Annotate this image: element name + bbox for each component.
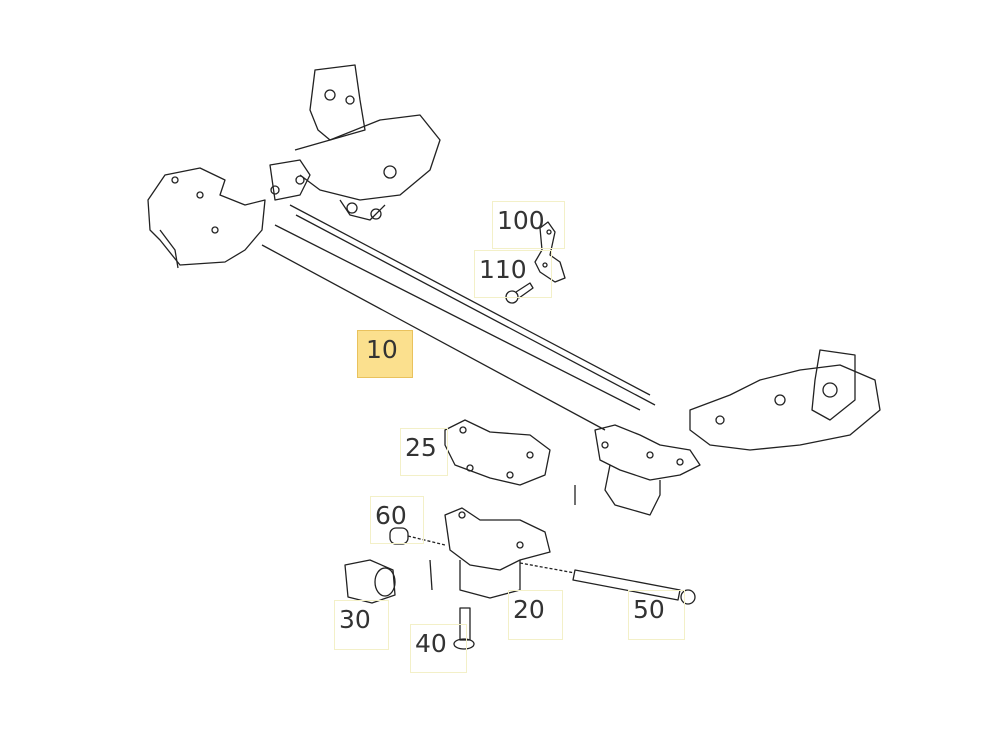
callout-30[interactable]: 30 (334, 600, 389, 650)
callout-20[interactable]: 20 (508, 590, 563, 640)
callout-40[interactable]: 40 (410, 624, 467, 673)
callout-110[interactable]: 110 (474, 250, 552, 298)
callout-10[interactable]: 10 (357, 330, 413, 378)
axle-beam (261, 204, 656, 431)
callout-50[interactable]: 50 (628, 590, 685, 640)
bracket-part-20 (429, 507, 551, 599)
bolt-part-50 (519, 562, 696, 605)
callout-100[interactable]: 100 (492, 201, 565, 249)
bushing-part-60 (389, 527, 446, 546)
right-trailing-arm (574, 349, 881, 516)
callout-60[interactable]: 60 (370, 496, 424, 544)
plate-part-25 (444, 419, 551, 486)
left-trailing-arm (147, 64, 441, 269)
bolt-part-40 (453, 607, 475, 650)
callout-25[interactable]: 25 (400, 428, 448, 476)
bracket-part-100 (534, 221, 566, 283)
bushing-part-30 (344, 559, 396, 604)
